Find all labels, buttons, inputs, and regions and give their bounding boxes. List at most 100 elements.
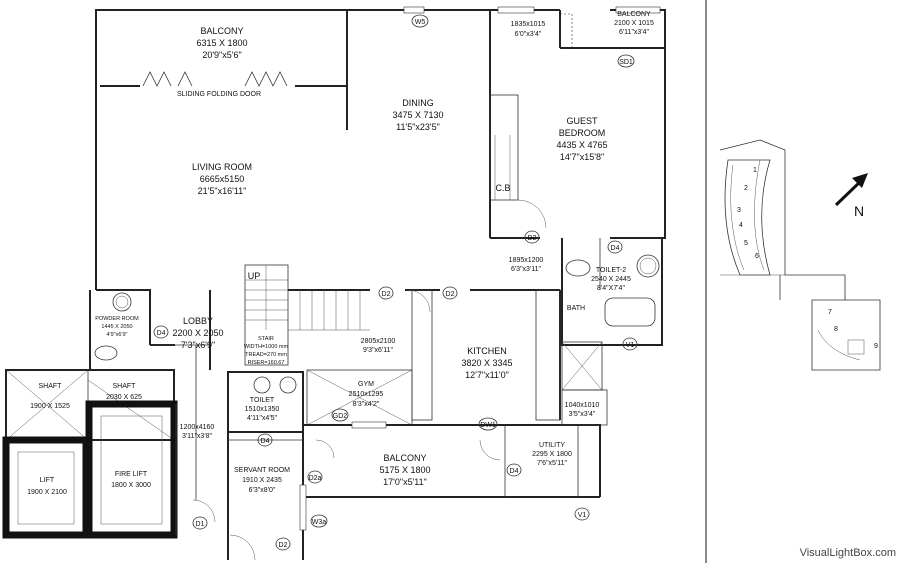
tag-sd1: SD1 xyxy=(619,59,633,66)
tag-w5: W5 xyxy=(415,19,426,26)
lobby-name: LOBBY xyxy=(183,316,213,326)
toilet2-name: TOILET-2 xyxy=(596,267,626,274)
guest-bedroom-imperial: 14'7"x15'8" xyxy=(560,152,604,162)
key-num-2: 2 xyxy=(744,185,748,192)
tag-gd2: GD2 xyxy=(333,413,348,420)
balcony-bottom-dims: 5175 X 1800 xyxy=(379,465,430,475)
balcony-top-name: BALCONY xyxy=(200,26,243,36)
gym-front-dims: 2805x2100 xyxy=(361,338,396,345)
fixtures xyxy=(94,6,661,561)
powder-name: POWDER ROOM xyxy=(95,316,139,322)
tag-d2a: D2a xyxy=(309,475,322,482)
key-num-3: 3 xyxy=(737,207,741,214)
fire-lift-dims: 1800 X 3000 xyxy=(111,482,151,489)
shaft1-dims: 1900 X 1525 xyxy=(30,403,70,410)
powder-dims: 1445 X 2050 xyxy=(101,324,132,330)
servant-imperial: 6'3"x8'0" xyxy=(249,487,276,494)
tag-d4-toilet: D4 xyxy=(261,438,270,445)
key-num-6: 6 xyxy=(755,253,759,260)
stair-width: WIDTH=1000 mm xyxy=(244,344,289,350)
balcony-small-dims: 2100 X 1015 xyxy=(614,20,654,27)
tag-w3a: W3a xyxy=(312,519,327,526)
shaft2-name: SHAFT xyxy=(113,383,137,390)
north-arrow-icon xyxy=(834,173,868,207)
tag-v1-top: V1 xyxy=(626,342,635,349)
balcony-bottom-imperial: 17'0"x5'11" xyxy=(383,477,427,487)
corridor-imperial: 3'11"x3'8" xyxy=(182,433,213,440)
stair-treads xyxy=(245,265,370,331)
cb-label: C.B xyxy=(495,183,510,193)
corridor-dims: 1200x4160 xyxy=(180,424,215,431)
shaft1-name: SHAFT xyxy=(39,383,63,390)
tag-d4-utility: D4 xyxy=(510,468,519,475)
room-labels: BALCONY 6315 X 1800 20'9"x5'6" SLIDING F… xyxy=(27,11,654,496)
utility-dims: 2295 X 1800 xyxy=(532,451,572,458)
tag-d2-servant: D2 xyxy=(279,542,288,549)
tag-d1: D1 xyxy=(196,521,205,528)
gym-front-imperial: 9'3"x6'11" xyxy=(363,347,394,354)
stair-name: STAIR xyxy=(258,336,274,342)
tag-dw1: DW1 xyxy=(480,422,496,429)
guest-bedroom-name1: GUEST xyxy=(566,116,598,126)
balcony-top-imperial: 20'9"x5'6" xyxy=(202,50,241,60)
store-imperial: 3'5"x3'4" xyxy=(569,411,596,418)
toilet2-dims: 2540 X 2445 xyxy=(591,276,631,283)
key-num-1: 1 xyxy=(753,167,757,174)
key-num-5: 5 xyxy=(744,240,748,247)
toilet2-imperial: 8'4"X7'4" xyxy=(597,285,625,292)
balcony-top-dims: 6315 X 1800 xyxy=(196,38,247,48)
watermark: VisualLightBox.com xyxy=(800,547,896,559)
bath-label: BATH xyxy=(567,305,585,312)
kitchen-imperial: 12'7"x11'0" xyxy=(465,370,509,380)
gym-name: GYM xyxy=(358,381,374,388)
door-window-tags: W5 SD1 D2 D4 V1 D2 D2 D4 DW1 GD2 D4 D2a … xyxy=(153,14,638,551)
utility-imperial: 7'6"x5'11" xyxy=(537,460,568,467)
store-dims: 1040x1010 xyxy=(565,402,600,409)
tag-d2-kitchen: D2 xyxy=(446,291,455,298)
living-imperial: 21'5"x16'11" xyxy=(198,186,247,196)
utility-name: UTILITY xyxy=(539,442,565,449)
tag-v1-bottom: V1 xyxy=(578,512,587,519)
toilet2-front-imperial: 6'3"x3'11" xyxy=(511,266,542,273)
kitchen-name: KITCHEN xyxy=(467,346,507,356)
guest-bedroom-name2: BEDROOM xyxy=(559,128,606,138)
powder-imperial: 4'9"x6'9" xyxy=(107,332,128,338)
window-top-dims: 1835x1015 xyxy=(511,21,546,28)
key-num-8: 8 xyxy=(834,326,838,333)
key-num-4: 4 xyxy=(739,222,743,229)
key-num-9: 9 xyxy=(874,343,878,350)
balcony-bottom-name: BALCONY xyxy=(383,453,426,463)
guest-bedroom-dims: 4435 X 4765 xyxy=(556,140,607,150)
window-top-imperial: 6'0"x3'4" xyxy=(515,31,542,38)
living-dims: 6665x5150 xyxy=(200,174,245,184)
stair-tread: TREAD=270 mm xyxy=(245,352,287,358)
gym-dims: 2510x1295 xyxy=(349,391,384,398)
dining-dims: 3475 X 7130 xyxy=(392,110,443,120)
stair-riser: RISER=160.67 xyxy=(248,360,285,366)
lobby-imperial: 7'3"x6'9" xyxy=(181,340,215,350)
tag-d4-powder: D4 xyxy=(157,330,166,337)
north-label: N xyxy=(854,203,864,219)
dining-imperial: 11'5"x23'5" xyxy=(396,122,440,132)
living-name: LIVING ROOM xyxy=(192,162,252,172)
lift-dims: 1900 X 2100 xyxy=(27,489,67,496)
gym-imperial: 8'3"x4'2" xyxy=(353,401,380,408)
toilet-name: TOILET xyxy=(250,397,275,404)
lift-name: LIFT xyxy=(40,477,55,484)
lobby-dims: 2200 X 2050 xyxy=(172,328,223,338)
tag-d2-guest: D2 xyxy=(528,235,537,242)
shaft2-dims: 2030 X 625 xyxy=(106,394,142,401)
fire-lift-name: FIRE LIFT xyxy=(115,471,148,478)
tag-d2-gym: D2 xyxy=(382,291,391,298)
servant-dims: 1910 X 2435 xyxy=(242,477,282,484)
dining-name: DINING xyxy=(402,98,434,108)
servant-name: SERVANT ROOM xyxy=(234,467,290,474)
balcony-small-imperial: 6'11"x3'4" xyxy=(619,29,650,36)
toilet-imperial: 4'11"x4'5" xyxy=(247,415,278,422)
stair-up-label: UP xyxy=(248,271,261,281)
sliding-door-label: SLIDING FOLDING DOOR xyxy=(177,91,261,98)
toilet2-front-dims: 1895x1200 xyxy=(509,257,544,264)
toilet-dims: 1510x1350 xyxy=(245,406,280,413)
kitchen-dims: 3820 X 3345 xyxy=(461,358,512,368)
